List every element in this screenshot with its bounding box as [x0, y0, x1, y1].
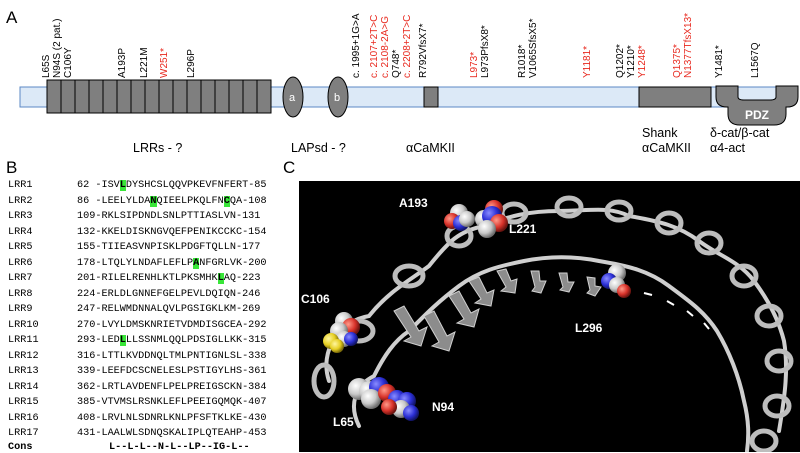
alignment-seq-part: QA-108 [229, 195, 267, 207]
panel-label-a: A [6, 8, 18, 27]
residue-l221-spheres [475, 200, 508, 238]
alignment-row-seq: 109-RKLSIPDNDLSNLPTTIASLVN-131 [77, 211, 261, 222]
alignment-seq-part: 201-RILELRENHLKTLPKSMHK [77, 273, 218, 284]
residue-l296-spheres [601, 264, 631, 298]
alignment-row-seq: 155-TIIEASVNPISKLPDGFTQLLN-177 [77, 242, 261, 253]
residue-label-c106: C106 [301, 292, 330, 306]
structure-drawing [311, 195, 794, 452]
lrrs-label: LRRs - ? [133, 141, 183, 155]
alignment-seq-part: QIEELPKQLFN [156, 195, 224, 207]
residue-label-n94: N94 [432, 400, 455, 414]
alignment-row-name: LRR9 [8, 304, 33, 315]
panel-label-c: C [283, 158, 296, 177]
alignment-row-seq: 385-VTVMSLRSNKLEFLPEEIGQMQK-407 [77, 397, 267, 408]
alignment-row-seq: 408-LRVLNLSDNRLKNLPFSFTKLKE-430 [77, 412, 267, 424]
alignment-row-name: LRR1 [8, 180, 33, 191]
consensus-name: Cons [8, 442, 33, 453]
shank-binding-block [638, 86, 712, 108]
alignment-row-name: LRR7 [8, 273, 33, 284]
alignment-row-seq: 178-LTQLYLNDAFLEFLPANFGRLVK-200 [77, 257, 267, 269]
alignment-row-name: LRR17 [8, 428, 39, 439]
alignment-row-seq: 86 -LEELYLDANQIEELPKQLFNCQA-108 [77, 195, 267, 207]
alignment-row-seq: 270-LVYLDMSKNRIETVDMDISGCEA-292 [77, 319, 267, 331]
alignment-highlight: L [217, 273, 224, 284]
alignment-highlight: A [193, 257, 200, 269]
residue-a193-spheres [444, 204, 475, 231]
alignment-row-name: LRR4 [8, 226, 33, 238]
alignment-row-seq: 293-LEDLLLSSNMLQQLPDSIGLLKK-315 [77, 335, 267, 346]
camkii-right-label: αCaMKII [642, 141, 691, 155]
lap-domain-b-label: b [334, 92, 341, 104]
lrr-blocks [46, 79, 272, 114]
alignment-row-seq: 431-LAALWLSDNQSKALIPLQTEAHP-453 [77, 428, 267, 439]
alignment-row-name: LRR8 [8, 288, 33, 300]
alignment-row-name: LRR15 [8, 397, 39, 408]
alignment-row-name: LRR2 [8, 195, 33, 207]
lrr-alignment: LRR1 62 -ISVLDYSHCSLQQVPKEVFNFERT-85 LRR… [0, 180, 296, 453]
protein-schematic [19, 76, 799, 126]
beta-strands [393, 268, 602, 352]
alignment-row-seq: 224-ERLDLGNNEFGELPEVLDQIQN-246 [77, 288, 261, 300]
alignment-row-seq: 339-LEEFDCSCNELESLPSTIGYLHS-361 [77, 366, 267, 377]
alignment-highlight: L [119, 335, 126, 346]
alignment-row-name: LRR14 [8, 381, 39, 393]
alignment-row-name: LRR12 [8, 350, 39, 362]
lap-domain-a [282, 76, 304, 118]
alignment-row-seq: 201-RILELRENHLKTLPKSMHKLAQ-223 [77, 273, 260, 284]
residue-label-l65: L65 [333, 415, 354, 429]
residue-label-a193: A193 [399, 196, 428, 210]
alignment-row-seq: 316-LTTLKVDDNQLTMLPNTIGNLSL-338 [77, 350, 267, 362]
cat-label: δ-cat/β-cat [710, 126, 770, 140]
alignment-row-name: LRR13 [8, 366, 39, 377]
alignment-row-name: LRR16 [8, 412, 39, 424]
alignment-row-seq: 362-LRTLAVDENFLPELPREIGSCKN-384 [77, 381, 267, 393]
alignment-row-name: LRR5 [8, 242, 33, 253]
act-label: α4-act [710, 141, 746, 155]
camkii-label: αCaMKII [406, 141, 455, 155]
alignment-highlight: C [223, 195, 230, 207]
alignment-row-seq: 62 -ISVLDYSHCSLQQVPKEVFNFERT-85 [77, 180, 267, 191]
alignment-row-name: LRR11 [8, 335, 39, 346]
lap-domain-a-label: a [289, 92, 296, 104]
camkii-binding-block [423, 86, 439, 108]
residue-label-l221: L221 [509, 222, 537, 236]
alignment-seq-part: 293-LED [77, 335, 120, 346]
alignment-seq-part: 86 -LEELYLDA [77, 195, 151, 207]
ribbon-backbone [324, 207, 789, 452]
alignment-seq-part: AQ-223 [223, 273, 261, 284]
residue-n94-spheres [381, 390, 419, 421]
lrr-structure-image: A193 L221 C106 L296 L65 N94 [299, 181, 800, 452]
residue-label-l296: L296 [575, 321, 603, 335]
alignment-row-name: LRR6 [8, 257, 33, 269]
consensus-seq: L--L-L--N-L--LP--IG-L-- [109, 442, 250, 453]
residue-c106-spheres [323, 312, 360, 353]
lap-domain-b [327, 76, 349, 118]
alignment-highlight: L [119, 180, 126, 191]
alignment-seq-part: LLSSNMLQQLPDSIGLLKK-315 [125, 335, 267, 346]
shank-label: Shank [642, 126, 678, 140]
panel-label-b: B [6, 158, 18, 177]
alignment-row-seq: 132-KKELDISKNGVQEFPENIKCCKC-154 [77, 226, 267, 238]
alignment-row-name: LRR10 [8, 319, 39, 331]
pdz-domain-label: PDZ [745, 108, 769, 122]
alignment-row-name: LRR3 [8, 211, 33, 222]
alignment-highlight: N [150, 195, 157, 207]
residue-l65-spheres [348, 377, 396, 409]
alignment-row-seq: 247-RELWMDNNALQVLPGSIGKLKM-269 [77, 304, 261, 315]
alignment-seq-part: DYSHCSLQQVPKEVFNFERT-85 [125, 180, 267, 191]
alignment-seq-part: 178-LTQLYLNDAFLEFLP [77, 257, 194, 269]
pdz-domain [715, 85, 799, 126]
alignment-seq-part: 62 -ISV [77, 180, 120, 191]
alignment-seq-part: NFGRLVK-200 [199, 257, 267, 269]
lapsd-label: LAPsd - ? [291, 141, 346, 155]
